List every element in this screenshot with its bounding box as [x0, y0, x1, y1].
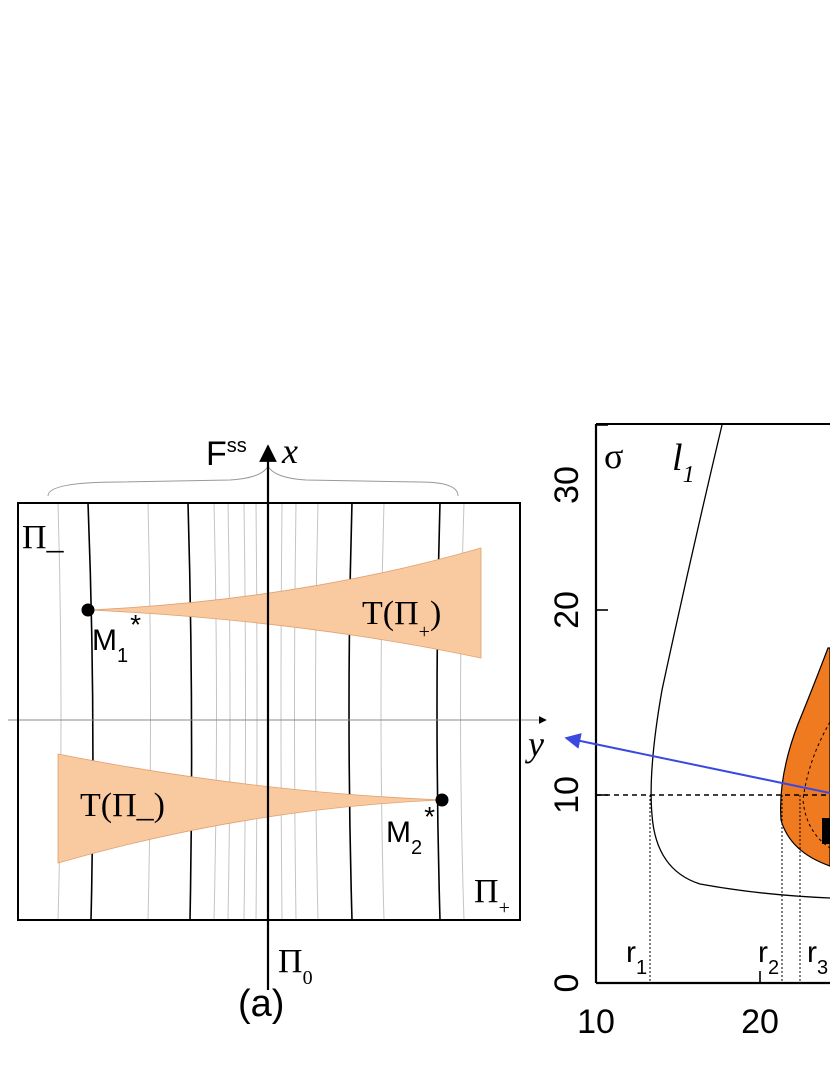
x-tick-marks [595, 971, 761, 983]
sigma-label: σ [604, 436, 623, 476]
l1-label: l1 [672, 437, 695, 488]
pi-zero-label: Π0 [278, 943, 313, 989]
x-tick-20: 20 [741, 1003, 779, 1041]
mapping-arrow [564, 733, 830, 794]
pi-plus-label: Π+ [474, 873, 510, 919]
y-tick-10: 10 [548, 776, 586, 814]
t-pi-minus-label: T(Π_) [80, 787, 165, 824]
y-tick-30: 30 [548, 466, 586, 504]
x-tick-10: 10 [577, 1003, 615, 1041]
r-markers [649, 795, 801, 982]
r1-label: r1 [626, 936, 647, 979]
y-tick-marks [596, 424, 608, 796]
m2-point [435, 793, 449, 807]
foliation-lines-thick [87, 502, 441, 921]
fss-label: Fss [206, 435, 247, 473]
panel-a-caption: (a) [238, 983, 284, 1025]
panel-a: Fss x y Π_ Π+ Π0 T(Π+) T(Π_) M1* M2* (a) [8, 431, 547, 1025]
m1-point [81, 603, 95, 617]
y-tick-0: 0 [548, 974, 586, 993]
y-tick-20: 20 [548, 591, 586, 629]
foliation-lines-thin [57, 502, 465, 921]
orange-region [780, 647, 830, 867]
r2-label: r2 [758, 936, 779, 979]
r3-label: r3 [807, 936, 828, 979]
t-pi-plus-label: T(Π+) [362, 595, 441, 643]
cropped-region-label [822, 818, 830, 844]
t-pi-plus-region [89, 547, 482, 659]
y-axis-label: y [525, 724, 544, 764]
x-axis-label: x [281, 431, 298, 471]
panel-b: 0 10 20 30 10 20 σ l1 r1 r2 r3 [548, 423, 830, 1041]
fss-brace [47, 464, 459, 497]
pi-minus-label: Π_ [22, 519, 65, 556]
m1-label: M1* [92, 609, 141, 667]
inner-dotted-curve [802, 721, 830, 849]
m2-label: M2* [386, 801, 435, 859]
